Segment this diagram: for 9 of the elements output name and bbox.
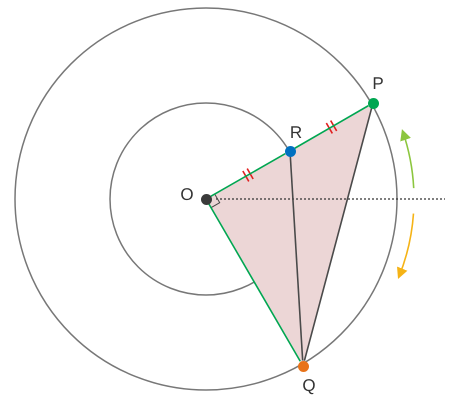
line-segment [290, 156, 304, 361]
line-segment [304, 108, 372, 361]
point-label: P [371, 75, 385, 93]
line-segment [208, 203, 301, 362]
point-label: Q [302, 377, 316, 395]
point-label: R [289, 124, 303, 142]
point-label: O [180, 186, 194, 204]
line-segment [294, 105, 369, 149]
line-segment [210, 153, 286, 197]
